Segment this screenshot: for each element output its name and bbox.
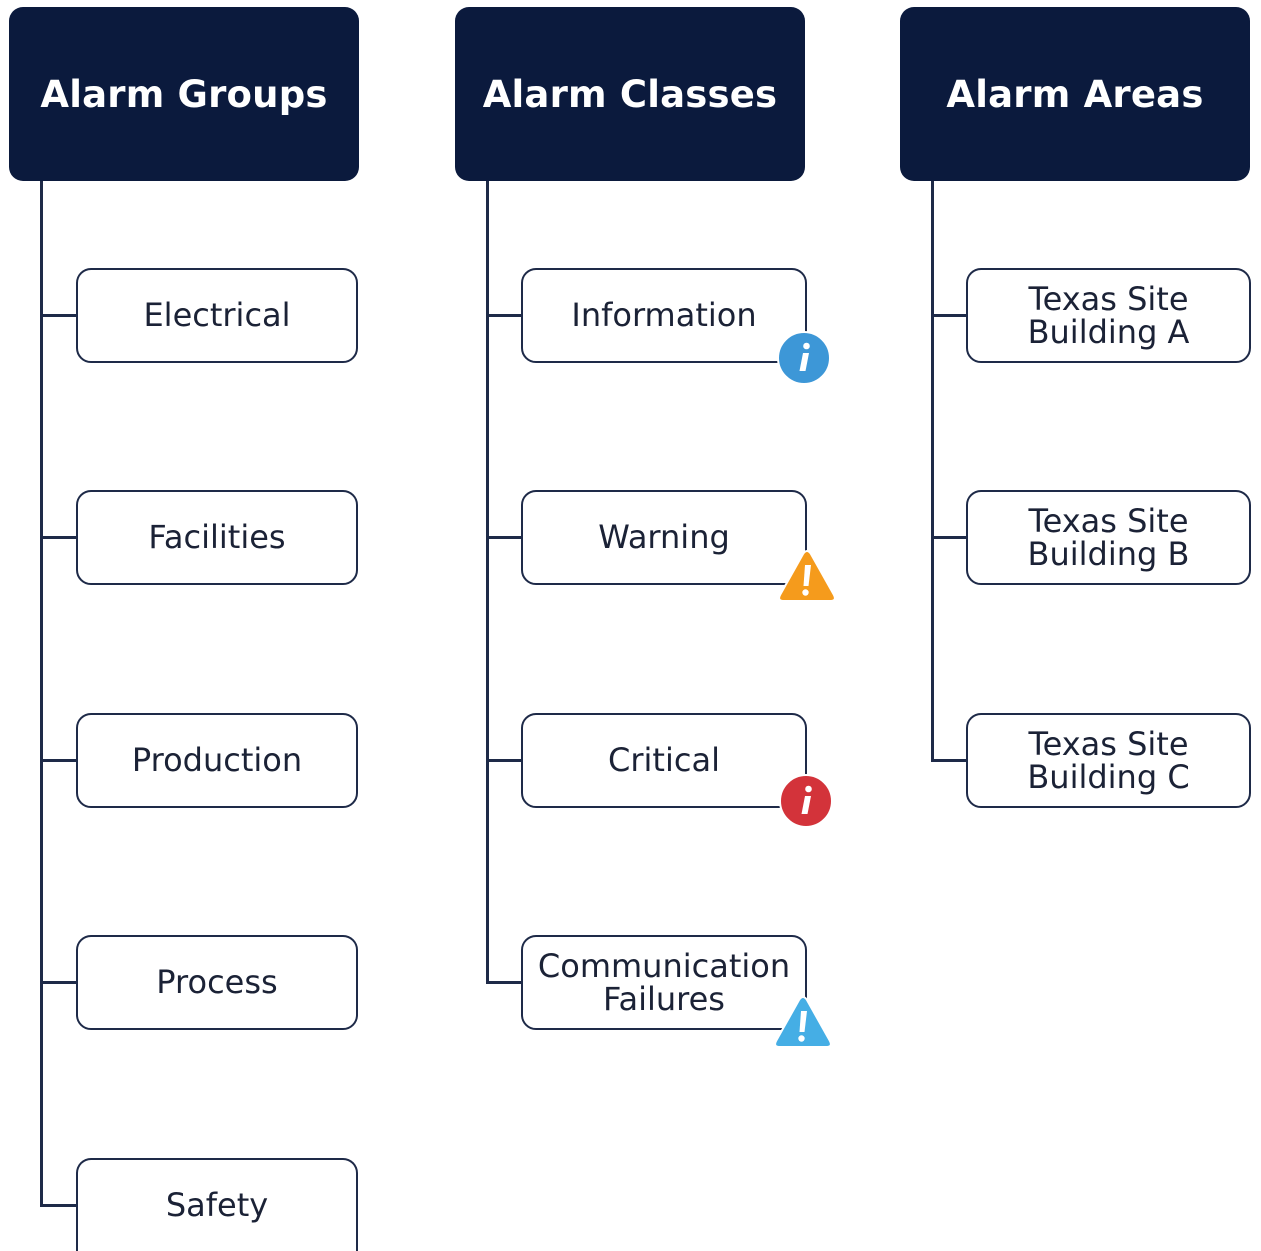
node-safety[interactable]: Safety (76, 1158, 358, 1251)
node-label: Texas Site Building B (1027, 501, 1190, 573)
node-facilities[interactable]: Facilities (76, 490, 358, 585)
node-texas-site-building-a[interactable]: Texas Site Building A (966, 268, 1251, 363)
connector-production (40, 759, 77, 762)
communication-warning-icon (774, 996, 832, 1048)
info-icon (777, 331, 831, 385)
connector-critical (486, 759, 522, 762)
node-communication-failures[interactable]: Communication Failures (521, 935, 807, 1030)
alarm-areas-trunk-line (931, 181, 934, 762)
alarm-groups-title: Alarm Groups (40, 72, 328, 116)
warning-icon (778, 550, 836, 602)
alarm-groups-trunk-line (40, 181, 43, 1206)
node-label: Warning (598, 518, 730, 556)
connector-process (40, 981, 77, 984)
node-label: Production (131, 741, 303, 779)
connector-electrical (40, 314, 77, 317)
node-label: Facilities (148, 518, 286, 556)
node-texas-site-building-b[interactable]: Texas Site Building B (966, 490, 1251, 585)
alarm-classes-title: Alarm Classes (482, 72, 778, 116)
node-critical[interactable]: Critical (521, 713, 807, 808)
node-information[interactable]: Information (521, 268, 807, 363)
node-label: Texas Site Building A (1027, 279, 1190, 351)
alarm-groups-header: Alarm Groups (9, 7, 359, 181)
connector-facilities (40, 536, 77, 539)
node-warning[interactable]: Warning (521, 490, 807, 585)
connector-safety (40, 1204, 77, 1207)
node-label: Texas Site Building C (1027, 724, 1190, 796)
alarm-classes-header: Alarm Classes (455, 7, 805, 181)
alarm-areas-title: Alarm Areas (946, 72, 1204, 116)
critical-icon (779, 774, 833, 828)
alarm-areas-header: Alarm Areas (900, 7, 1250, 181)
node-label: Information (571, 296, 757, 334)
connector-warning (486, 536, 522, 539)
node-process[interactable]: Process (76, 935, 358, 1030)
node-label: Electrical (143, 296, 291, 334)
connector-building-a (931, 314, 967, 317)
node-electrical[interactable]: Electrical (76, 268, 358, 363)
node-texas-site-building-c[interactable]: Texas Site Building C (966, 713, 1251, 808)
node-label: Communication Failures (537, 946, 791, 1018)
node-production[interactable]: Production (76, 713, 358, 808)
node-label: Process (156, 963, 278, 1001)
connector-information (486, 314, 522, 317)
connector-building-c (931, 759, 967, 762)
connector-building-b (931, 536, 967, 539)
connector-communication-failures (486, 981, 522, 984)
node-label: Critical (608, 741, 720, 779)
alarm-classes-trunk-line (486, 181, 489, 984)
node-label: Safety (165, 1186, 269, 1224)
